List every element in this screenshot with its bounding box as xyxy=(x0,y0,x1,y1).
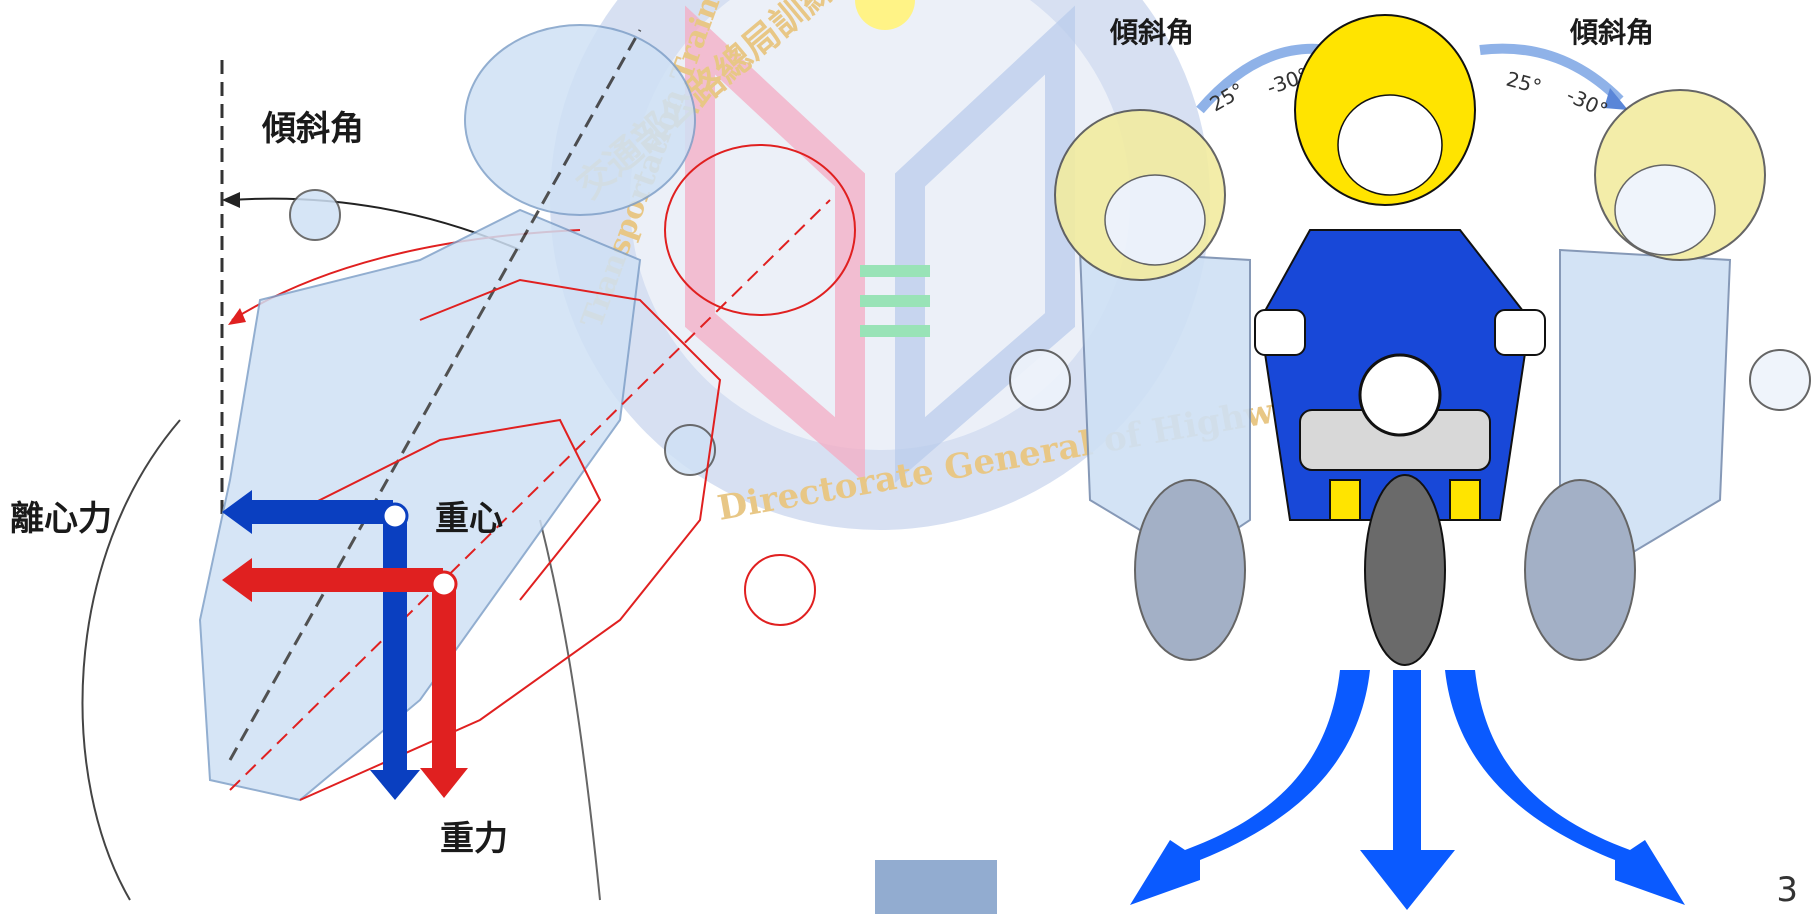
watermark-book-right xyxy=(895,5,1075,483)
centrifugal-arrow-blue-head xyxy=(222,490,252,534)
page-number: 3 xyxy=(1776,870,1798,910)
angle-right-a: 25° xyxy=(1504,67,1544,99)
lean-arc-left xyxy=(1196,43,1331,114)
rider-knee-red xyxy=(744,554,816,626)
gravity-label: 重力 xyxy=(440,819,508,859)
watermark-sun xyxy=(855,0,915,30)
rider-ghost-left-face xyxy=(1104,174,1206,266)
direction-arrow-left xyxy=(1130,670,1370,905)
rider-ghost-right-body xyxy=(1559,248,1732,562)
force-arrows-blue xyxy=(222,490,420,800)
rider-main-right-hand xyxy=(1494,309,1546,356)
lean-angle-right-label: 傾斜角 xyxy=(1569,16,1654,49)
rider-ghost-left xyxy=(1009,109,1251,661)
lean-arc-right xyxy=(1479,43,1624,104)
lean-axis-red xyxy=(229,199,831,791)
gravity-arrow-blue-shaft xyxy=(383,510,407,770)
direction-arrow-straight-shaft xyxy=(1393,670,1421,860)
road-curve-outer xyxy=(81,419,181,901)
rider-main-right-boot xyxy=(1449,479,1481,521)
lean-axis-blue xyxy=(228,29,642,761)
centrifugal-arrow-blue-shaft xyxy=(243,500,393,524)
center-of-gravity-label: 重心 xyxy=(435,499,503,539)
rider-main-left-boot xyxy=(1329,479,1361,521)
direction-arrows xyxy=(1130,670,1685,910)
watermark-bar-2 xyxy=(860,295,930,307)
rider-main xyxy=(1254,14,1546,666)
rider-outline-red xyxy=(229,144,856,801)
rider-helmet-blue xyxy=(464,24,696,216)
rider-main-tire xyxy=(1364,474,1446,666)
lean-angle-arrowhead-red xyxy=(228,308,246,325)
direction-arrow-straight-head xyxy=(1360,850,1455,910)
rider-helmet-red xyxy=(664,144,856,316)
direction-arrow-right xyxy=(1445,670,1685,905)
watermark-bar-1 xyxy=(860,265,930,277)
centrifugal-arrow-red-head xyxy=(222,558,252,602)
rider-ghost-right-mirror xyxy=(1749,349,1811,411)
rider-silhouette-blue xyxy=(198,24,716,802)
lean-angle-arrowhead xyxy=(222,192,240,208)
centrifugal-arrow-red-shaft xyxy=(243,568,443,592)
rider-body-red xyxy=(299,278,722,801)
force-arrows-red xyxy=(222,558,468,798)
rider-knob-blue xyxy=(664,424,716,476)
slide-decoration-bar xyxy=(875,860,997,914)
rider-ghost-left-mirror xyxy=(1009,349,1071,411)
lean-arc-right-head xyxy=(1604,88,1628,110)
center-of-gravity-blue-dot xyxy=(381,502,409,530)
gravity-arrow-red-shaft xyxy=(432,578,456,768)
lean-angle-label: 傾斜角 xyxy=(261,109,364,149)
rider-mirror-blue xyxy=(289,189,341,241)
rider-main-left-hand xyxy=(1254,309,1306,356)
rider-ghost-left-tire xyxy=(1134,479,1246,661)
lean-angle-left-label: 傾斜角 xyxy=(1109,16,1194,49)
rider-ghost-right xyxy=(1524,89,1811,661)
rider-main-headlight xyxy=(1358,353,1442,437)
watermark-inner xyxy=(630,0,1130,450)
gravity-arrow-red-head xyxy=(420,768,468,798)
centrifugal-force-label: 離心力 xyxy=(10,499,112,539)
rider-ghost-right-face xyxy=(1614,164,1716,256)
rider-ghost-right-tire xyxy=(1524,479,1636,661)
rider-arm-red xyxy=(279,418,602,601)
watermark-bar-3 xyxy=(860,325,930,337)
watermark-book-left xyxy=(685,5,865,483)
rider-main-face xyxy=(1337,94,1443,196)
lean-force-diagram: 傾斜角 離心力 重心 重力 xyxy=(10,24,856,901)
center-of-gravity-red-dot xyxy=(430,570,458,598)
gravity-arrow-blue-head xyxy=(370,770,420,800)
rider-body-blue xyxy=(198,208,642,802)
riders-lean-diagram: 傾斜角 傾斜角 25° -30° 25° -30° xyxy=(1009,14,1811,910)
road-curve-inner xyxy=(539,519,601,901)
angle-left-a: 25° xyxy=(1206,78,1249,117)
